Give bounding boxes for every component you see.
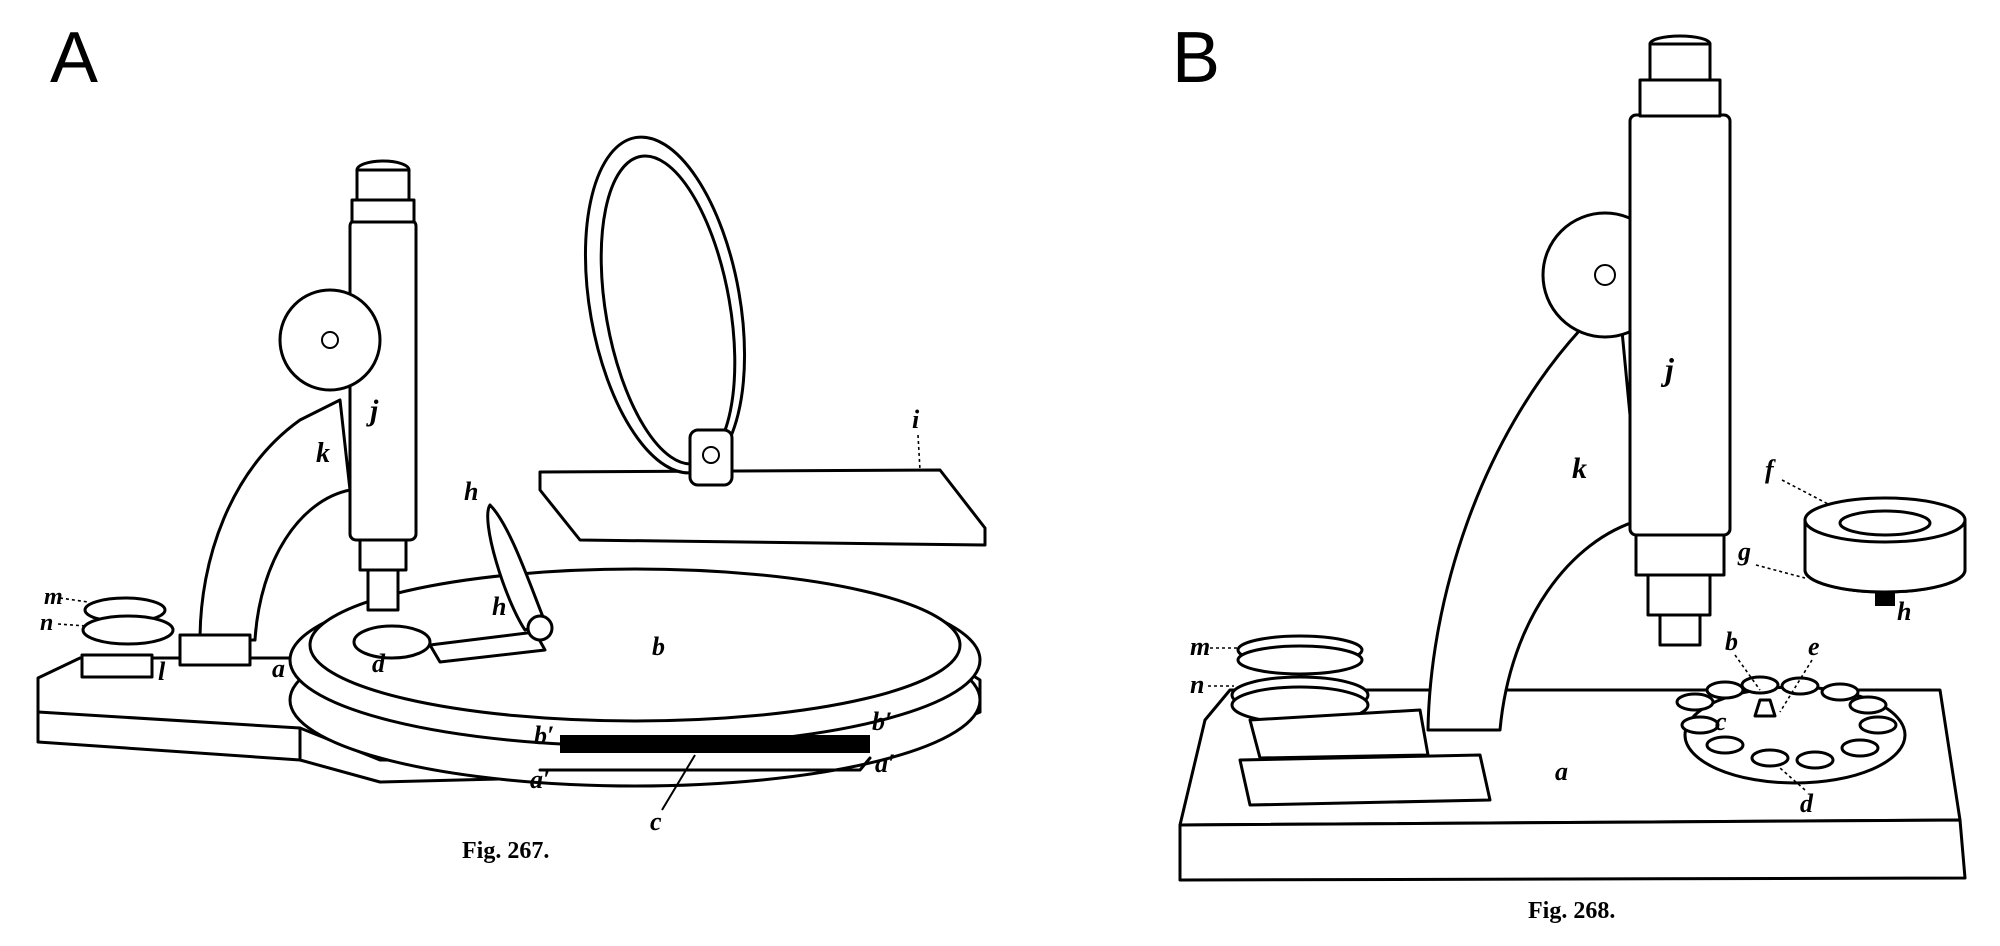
label-k: k — [1572, 452, 1587, 485]
object-ring-holder — [1803, 496, 1967, 606]
label-h-lower: h — [492, 592, 506, 621]
label-h-upper: h — [464, 477, 478, 506]
label-a-prime-2: a′ — [875, 749, 895, 778]
label-g: g — [1737, 537, 1751, 566]
label-e: e — [1808, 632, 1820, 661]
label-b: b — [1725, 627, 1738, 656]
label-b-prime-1: b′ — [534, 721, 554, 750]
panel-letter-b: B — [1172, 18, 1221, 98]
stage-opening — [352, 624, 432, 660]
hinged-clip — [428, 503, 554, 664]
graduated-scale — [560, 735, 870, 753]
label-d: d — [372, 649, 386, 678]
label-m: m — [44, 584, 63, 610]
label-m: m — [1190, 632, 1210, 661]
label-a: a — [272, 654, 285, 683]
panel-letter-a: A — [50, 18, 99, 98]
label-h: h — [1897, 597, 1911, 626]
label-b: b — [652, 632, 665, 661]
label-c: c — [650, 807, 662, 836]
label-l: l — [158, 657, 166, 686]
microscope-tube — [348, 159, 418, 612]
label-a: a — [1555, 757, 1568, 786]
label-i: i — [912, 405, 920, 434]
label-n: n — [1190, 670, 1204, 699]
label-c: c — [1715, 707, 1727, 736]
label-j: j — [366, 394, 379, 427]
label-d: d — [1800, 789, 1814, 818]
label-a-prime-1: a′ — [530, 765, 550, 794]
figure-267: a a′ a′ b b′ b′ c d h h i j k l m n — [36, 135, 987, 836]
label-b-prime-2: b′ — [872, 707, 892, 736]
diaphragm-discs — [1230, 634, 1492, 807]
figure-268: a b c d e f g h j k m n — [1178, 34, 1967, 882]
figure-caption-267: Fig. 267. — [462, 838, 550, 864]
microscope-arm — [178, 288, 382, 667]
label-f: f — [1765, 455, 1776, 484]
mirror-on-slide — [538, 135, 987, 547]
microscope-tube — [1628, 34, 1732, 647]
label-n: n — [40, 610, 53, 636]
diaphragm-discs — [80, 596, 175, 679]
label-k: k — [316, 438, 330, 469]
figure-caption-268: Fig. 268. — [1528, 898, 1616, 924]
rotating-object-disc — [1675, 675, 1907, 785]
